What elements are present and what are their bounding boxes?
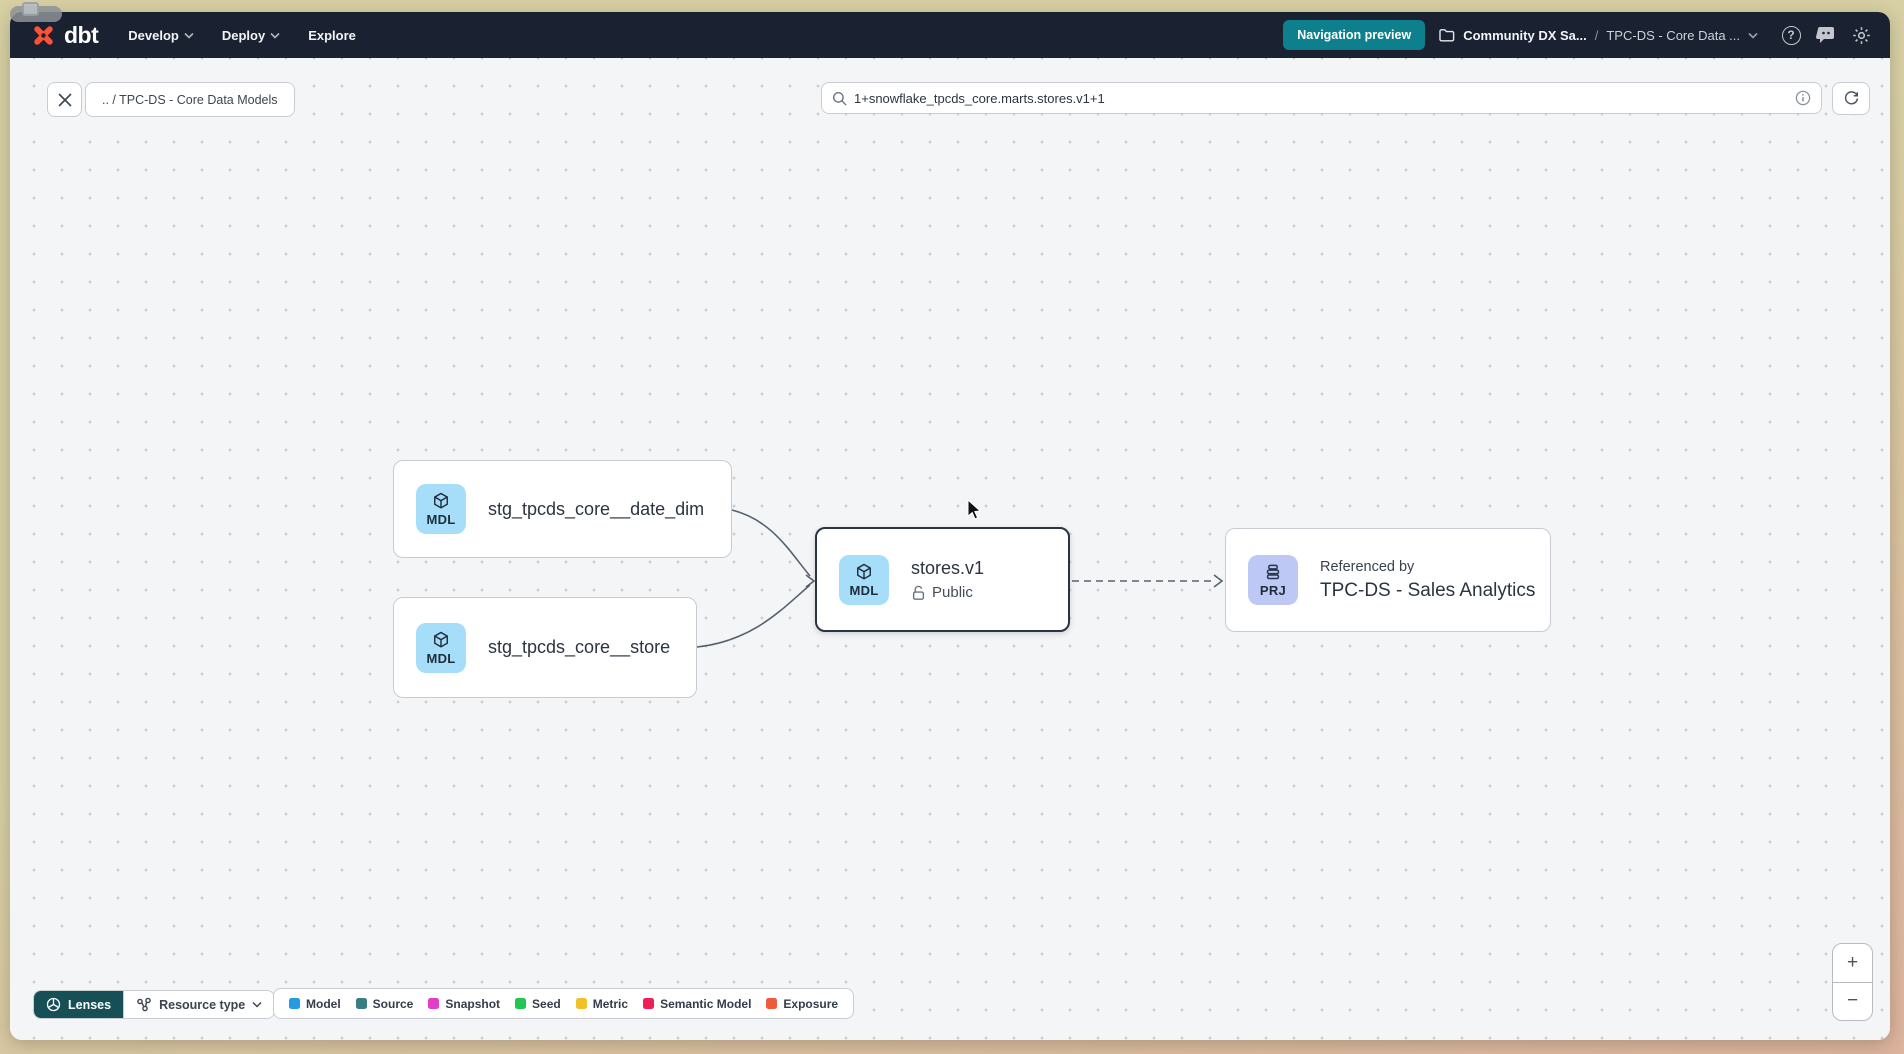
lenses-label: Lenses — [68, 997, 112, 1012]
lens-icon — [46, 997, 61, 1012]
info-icon[interactable] — [1795, 90, 1811, 106]
resource-type-legend: Model Source Snapshot Seed Metric Semant… — [273, 988, 855, 1019]
model-swatch — [289, 998, 300, 1009]
resource-type-badge: PRJ — [1259, 583, 1287, 598]
breadcrumb[interactable]: Community DX Sa... / TPC-DS - Core Data … — [1439, 28, 1758, 43]
chevron-down-icon — [270, 32, 280, 39]
node-stores-v1-selected[interactable]: MDL stores.v1 Public — [815, 527, 1070, 632]
node-content: Referenced by TPC-DS - Sales Analytics — [1320, 559, 1535, 602]
resource-type-label: Resource type — [159, 997, 246, 1012]
edge-arrowhead — [1213, 574, 1224, 588]
semantic-model-swatch — [643, 998, 655, 1009]
menu-explore[interactable]: Explore — [308, 28, 356, 43]
edge-date-dim-to-stores — [731, 509, 811, 577]
resource-type-badge: MDL — [426, 650, 456, 666]
breadcrumb-environment[interactable]: TPC-DS - Core Data ... — [1606, 27, 1740, 43]
legend-item-source: Source — [355, 997, 413, 1011]
node-title: stg_tpcds_core__date_dim — [488, 498, 705, 519]
legend-item-seed: Seed — [515, 997, 561, 1011]
menu-deploy-label: Deploy — [221, 27, 266, 43]
model-tile: MDL — [839, 554, 889, 605]
search-icon — [832, 91, 847, 106]
dbt-logo-icon — [30, 22, 57, 49]
navbar-icons: ? — [1780, 24, 1872, 46]
chevron-down-icon — [184, 32, 194, 39]
chevron-down-icon[interactable] — [1748, 32, 1758, 39]
app-window: dbt Develop Deploy Explore Navigation pr… — [10, 12, 1890, 1040]
lock-open-icon — [911, 585, 926, 601]
node-title: TPC-DS - Sales Analytics — [1320, 579, 1536, 601]
stack-icon — [1263, 562, 1283, 582]
legend-item-metric: Metric — [575, 997, 628, 1011]
access-row: Public — [911, 584, 984, 601]
node-title: stg_tpcds_core__store — [488, 637, 671, 657]
lenses-button[interactable]: Lenses — [34, 991, 124, 1018]
cube-icon — [431, 491, 451, 511]
feedback-icon[interactable] — [1815, 24, 1837, 46]
edge-store-to-stores — [696, 584, 811, 648]
lineage-canvas[interactable]: .. / TPC-DS - Core Data Models — [10, 58, 1890, 1040]
legend-item-snapshot: Snapshot — [428, 997, 500, 1011]
navigation-preview-button[interactable]: Navigation preview — [1283, 20, 1426, 50]
resource-type-badge: MDL — [426, 512, 456, 527]
access-label: Public — [932, 584, 973, 601]
breadcrumb-separator: / — [1594, 27, 1599, 43]
lineage-search[interactable] — [821, 82, 1822, 114]
close-lineage-button[interactable] — [47, 82, 82, 117]
exposure-swatch — [766, 998, 778, 1009]
menu-develop[interactable]: Develop — [128, 28, 194, 43]
cube-icon — [431, 630, 451, 650]
zoom-controls: + − — [1832, 943, 1873, 1021]
main-menu: Develop Deploy Explore — [128, 28, 356, 43]
help-icon[interactable]: ? — [1780, 24, 1802, 46]
snapshot-swatch — [428, 998, 440, 1009]
mouse-cursor — [967, 500, 982, 521]
project-tile: PRJ — [1248, 555, 1298, 605]
menu-develop-label: Develop — [128, 27, 179, 43]
menu-deploy[interactable]: Deploy — [222, 28, 280, 43]
search-input[interactable] — [854, 90, 1788, 106]
legend-item-model: Model — [289, 997, 341, 1011]
model-tile: MDL — [416, 622, 466, 673]
metric-swatch — [575, 998, 587, 1009]
legend-item-semantic-model: Semantic Model — [643, 997, 751, 1011]
menu-explore-label: Explore — [308, 27, 356, 43]
source-swatch — [355, 998, 367, 1009]
refresh-button[interactable] — [1832, 82, 1870, 115]
zoom-out-button[interactable]: − — [1846, 990, 1859, 1012]
dbt-wordmark: dbt — [64, 21, 99, 48]
settings-gear-icon[interactable] — [1850, 24, 1872, 46]
node-stg-tpcds-core-date-dim[interactable]: MDL stg_tpcds_core__date_dim — [393, 460, 732, 558]
node-referenced-by-project[interactable]: PRJ Referenced by TPC-DS - Sales Analyti… — [1225, 528, 1551, 632]
dbt-brand[interactable]: dbt — [30, 21, 99, 49]
view-controls: Lenses Resource type — [33, 990, 276, 1019]
chevron-down-icon — [252, 1001, 262, 1008]
legend-item-exposure: Exposure — [766, 997, 838, 1011]
breadcrumb-project[interactable]: Community DX Sa... — [1463, 27, 1587, 43]
node-stg-tpcds-core-store[interactable]: MDL stg_tpcds_core__store — [393, 597, 697, 698]
screen-recorder-icon — [22, 2, 39, 16]
model-tile: MDL — [416, 484, 466, 534]
graph-icon — [136, 997, 152, 1013]
seed-swatch — [515, 998, 527, 1009]
cube-icon — [854, 562, 874, 582]
navbar-right: Navigation preview Community DX Sa... / … — [1283, 20, 1872, 50]
zoom-in-button[interactable]: + — [1833, 944, 1872, 983]
folder-icon — [1439, 28, 1455, 42]
node-title: stores.v1 — [911, 558, 985, 578]
node-content: stores.v1 Public — [911, 558, 984, 601]
referenced-by-label: Referenced by — [1320, 558, 1415, 575]
edge-arrowhead — [805, 574, 816, 588]
resource-type-dropdown[interactable]: Resource type — [123, 991, 274, 1018]
resource-type-badge: MDL — [849, 582, 879, 598]
top-navbar: dbt Develop Deploy Explore Navigation pr… — [10, 12, 1890, 58]
lineage-path-chip[interactable]: .. / TPC-DS - Core Data Models — [85, 82, 295, 117]
